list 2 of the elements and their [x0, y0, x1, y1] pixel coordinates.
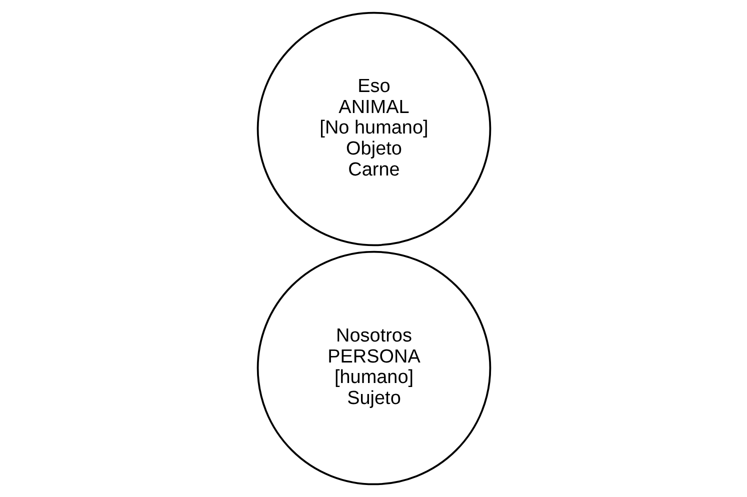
node-circle: Nosotros PERSONA [humano] Sujeto	[256, 250, 491, 486]
node-circle: Eso ANIMAL [No humano] Objeto Carne	[256, 12, 491, 246]
